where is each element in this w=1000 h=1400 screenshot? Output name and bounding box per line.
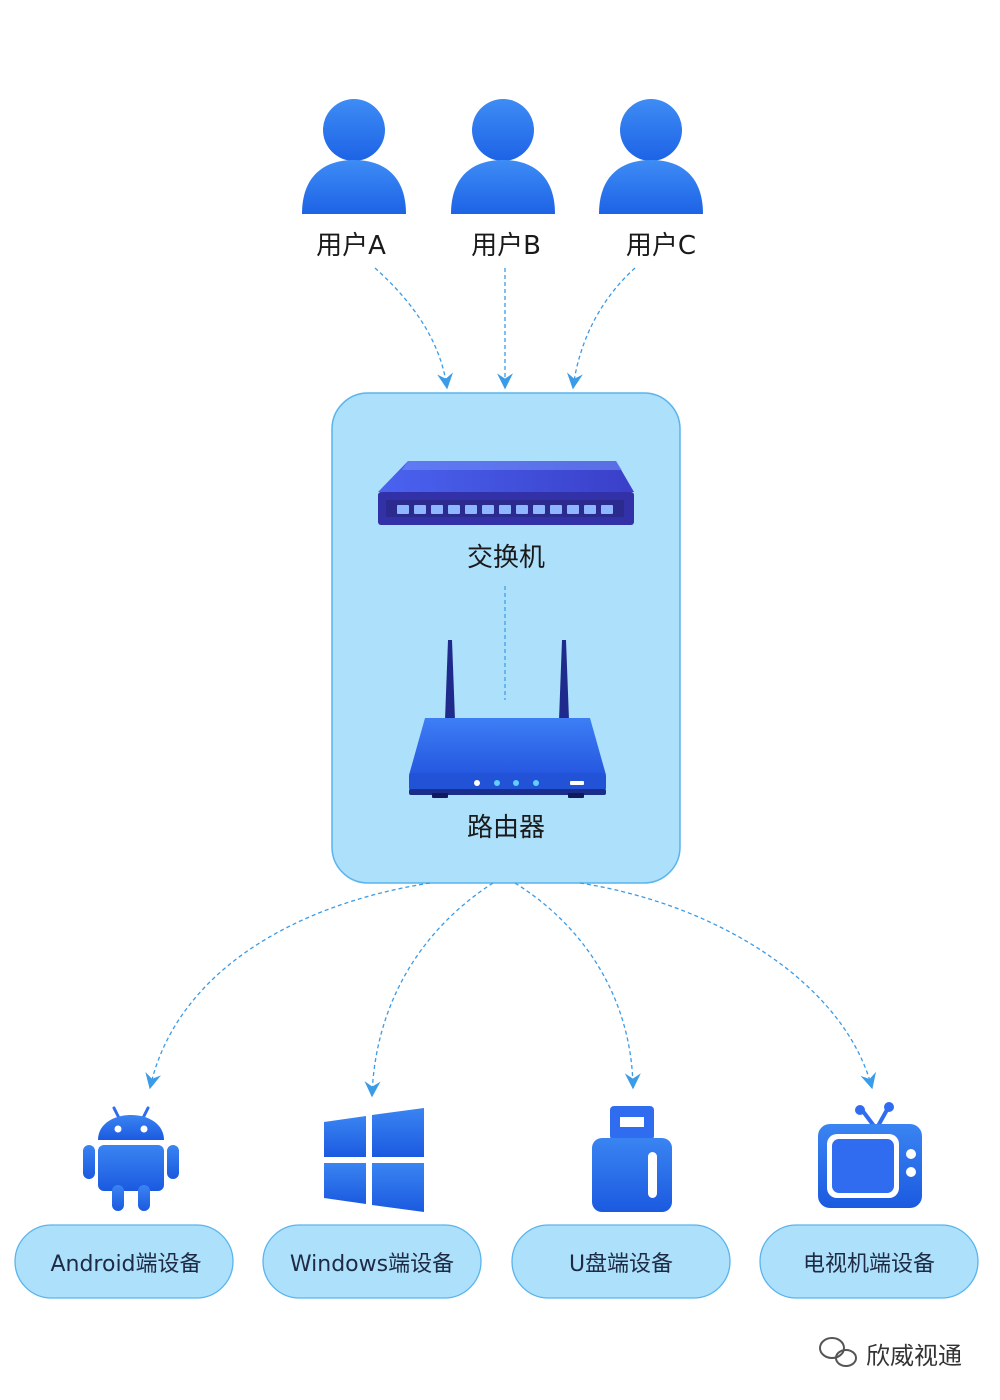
device-pill-usb: U盘端设备 [511,1224,731,1299]
wechat-icon [819,1337,857,1367]
watermark-text: 欣威视通 [866,1342,962,1370]
user-icon [451,99,555,214]
user-label-c: 用户C [626,231,696,261]
device-arrows [145,882,877,1098]
device-label-windows: Windows端设备 [290,1252,454,1277]
device-pill-tv: 电视机端设备 [759,1224,979,1299]
arrow-usb [514,882,641,1090]
usb-drive-icon [592,1106,672,1212]
device-pill-android: Android端设备 [14,1224,234,1299]
device-pill-windows: Windows端设备 [262,1224,482,1299]
user-b: 用户B [451,99,555,261]
tv-icon [818,1102,922,1208]
user-c: 用户C [599,99,703,261]
user-a: 用户A [302,99,406,261]
windows-icon [324,1108,424,1212]
router-label: 路由器 [467,813,545,843]
android-icon [83,1106,179,1211]
arrow-user-a [374,267,454,390]
device-label-usb: U盘端设备 [569,1252,673,1277]
user-label-a: 用户A [316,231,386,261]
network-switch-icon [378,461,634,525]
wifi-router-icon [409,640,606,798]
device-label-tv: 电视机端设备 [803,1252,935,1277]
arrow-tv [579,882,877,1090]
watermark: 欣威视通 [819,1337,962,1370]
arrow-windows [364,882,494,1098]
device-label-android: Android端设备 [50,1252,201,1277]
arrow-user-c [566,267,636,390]
arrow-android [145,882,431,1090]
user-icon [302,99,406,214]
switch-label: 交换机 [467,543,545,573]
user-icon [599,99,703,214]
user-arrows [374,267,636,390]
switch-ports [397,505,613,514]
user-label-b: 用户B [471,231,541,261]
